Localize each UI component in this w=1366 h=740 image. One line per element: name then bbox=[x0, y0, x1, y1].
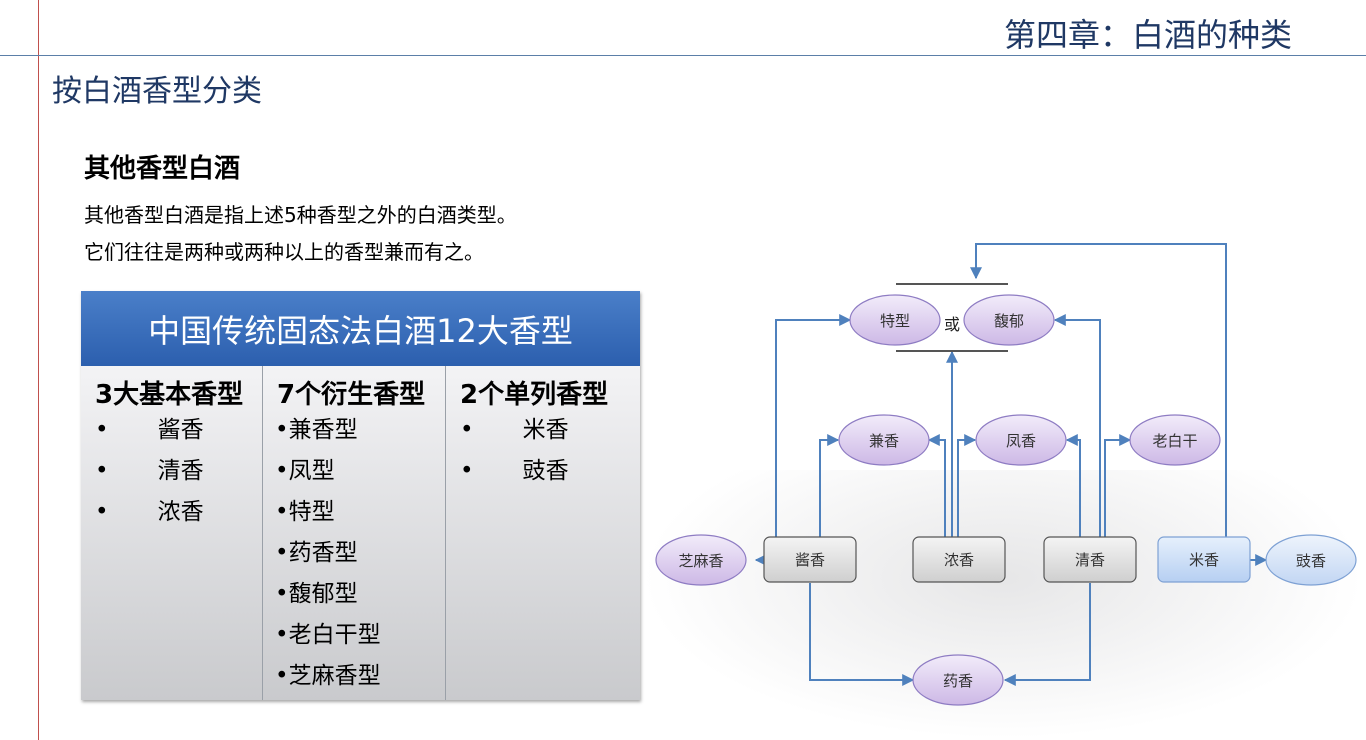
node-fuyu: 馥郁 bbox=[963, 294, 1055, 346]
aroma-derivation-diagram: 特型 或 馥郁 兼香 凤香 老白干 芝麻香 药香 豉香 酱香 浓香 清香 bbox=[655, 243, 1357, 706]
column-separate-types: 2个单列香型 •米香 •豉香 bbox=[446, 366, 640, 700]
node-mixiang-label: 米香 bbox=[1189, 551, 1219, 569]
connector-nong-to-feng bbox=[957, 434, 977, 538]
node-zhima-label: 芝麻香 bbox=[678, 552, 723, 570]
left-accent-line bbox=[38, 0, 39, 740]
node-fengxiang-label: 凤香 bbox=[1006, 432, 1036, 450]
node-jianxiang: 兼香 bbox=[838, 414, 930, 466]
node-tex-label: 特型 bbox=[880, 312, 910, 330]
connector-qing-to-feng bbox=[1065, 434, 1081, 538]
connector-qing-to-yao bbox=[1003, 583, 1091, 686]
connector-qing-to-fuyu bbox=[1053, 314, 1101, 538]
node-or-label: 或 bbox=[944, 315, 960, 334]
bullet: • bbox=[95, 417, 109, 443]
node-qingxiang: 清香 bbox=[1043, 536, 1137, 583]
bullet: • bbox=[95, 458, 109, 484]
list-item: •浓香 bbox=[95, 499, 204, 525]
bullet: • bbox=[275, 417, 289, 443]
list-item: •老白干型 bbox=[275, 622, 381, 648]
bullet: • bbox=[275, 663, 289, 689]
bullet: • bbox=[275, 581, 289, 607]
column-list: •酱香 •清香 •浓香 bbox=[95, 414, 204, 537]
page-subtitle: 按白酒香型分类 bbox=[52, 74, 262, 109]
connector-mi-to-top bbox=[970, 243, 1227, 538]
list-item: •兼香型 bbox=[275, 417, 358, 443]
node-laobaigan-label: 老白干 bbox=[1152, 432, 1197, 450]
list-item: •特型 bbox=[275, 499, 335, 525]
bullet: • bbox=[275, 499, 289, 525]
section-paragraph-1: 其他香型白酒是指上述5种香型之外的白酒类型。 bbox=[84, 203, 517, 227]
connector-lines bbox=[754, 243, 1268, 686]
column-list: •米香 •豉香 bbox=[460, 414, 569, 496]
node-qingxiang-label: 清香 bbox=[1075, 551, 1105, 569]
column-title: 2个单列香型 bbox=[460, 380, 609, 410]
bullet: • bbox=[95, 499, 109, 525]
header-divider bbox=[0, 55, 1366, 56]
section-title: 其他香型白酒 bbox=[84, 154, 241, 184]
list-item: •馥郁型 bbox=[275, 581, 358, 607]
bullet: • bbox=[275, 622, 289, 648]
aroma-types-table: 中国传统固态法白酒12大香型 3大基本香型 •酱香 •清香 •浓香 7个衍生香型… bbox=[81, 291, 640, 700]
node-laobaigan: 老白干 bbox=[1129, 414, 1221, 466]
column-basic-types: 3大基本香型 •酱香 •清香 •浓香 bbox=[81, 366, 263, 700]
bullet: • bbox=[460, 417, 474, 443]
node-jiangxiang-label: 酱香 bbox=[795, 551, 825, 569]
column-title: 7个衍生香型 bbox=[277, 380, 426, 410]
bullet: • bbox=[275, 540, 289, 566]
connector-jiang-to-yao bbox=[809, 583, 915, 686]
connector-jiang-to-tex bbox=[775, 314, 852, 538]
bullet: • bbox=[275, 458, 289, 484]
node-chixiang: 豉香 bbox=[1265, 534, 1357, 586]
section-paragraph-2: 它们往往是两种或两种以上的香型兼而有之。 bbox=[84, 240, 484, 264]
node-fengxiang: 凤香 bbox=[975, 414, 1067, 466]
node-yaoxiang: 药香 bbox=[912, 654, 1004, 706]
list-item: •米香 bbox=[460, 417, 569, 443]
node-mixiang: 米香 bbox=[1157, 536, 1251, 583]
node-jiangxiang: 酱香 bbox=[763, 536, 857, 583]
list-item: •豉香 bbox=[460, 458, 569, 484]
connector-jiang-to-jian bbox=[819, 434, 840, 538]
node-nongxiang: 浓香 bbox=[912, 536, 1006, 583]
list-item: •酱香 bbox=[95, 417, 204, 443]
list-item: •清香 bbox=[95, 458, 204, 484]
table-header: 中国传统固态法白酒12大香型 bbox=[81, 291, 640, 366]
node-fuyu-label: 馥郁 bbox=[994, 312, 1024, 330]
bullet: • bbox=[460, 458, 474, 484]
node-jianxiang-label: 兼香 bbox=[869, 432, 899, 450]
list-item: •药香型 bbox=[275, 540, 358, 566]
list-item: •凤型 bbox=[275, 458, 335, 484]
node-zhima: 芝麻香 bbox=[655, 534, 747, 586]
column-derived-types: 7个衍生香型 •兼香型 •凤型 •特型 •药香型 •馥郁型 •老白干型 •芝麻香… bbox=[263, 366, 446, 700]
column-list: •兼香型 •凤型 •特型 •药香型 •馥郁型 •老白干型 •芝麻香型 bbox=[275, 414, 381, 701]
connector-qing-to-laobaigan bbox=[1104, 434, 1132, 538]
connector-nong-to-jian bbox=[927, 434, 946, 538]
node-yaoxiang-label: 药香 bbox=[943, 672, 973, 690]
node-tex: 特型 bbox=[849, 294, 941, 346]
table-body: 3大基本香型 •酱香 •清香 •浓香 7个衍生香型 •兼香型 •凤型 •特型 •… bbox=[81, 366, 640, 700]
chapter-title: 第四章：白酒的种类 bbox=[1003, 16, 1292, 54]
node-chixiang-label: 豉香 bbox=[1296, 552, 1326, 570]
column-title: 3大基本香型 bbox=[95, 380, 244, 410]
list-item: •芝麻香型 bbox=[275, 663, 381, 689]
node-nongxiang-label: 浓香 bbox=[944, 551, 974, 569]
diagram-background bbox=[640, 470, 1366, 740]
